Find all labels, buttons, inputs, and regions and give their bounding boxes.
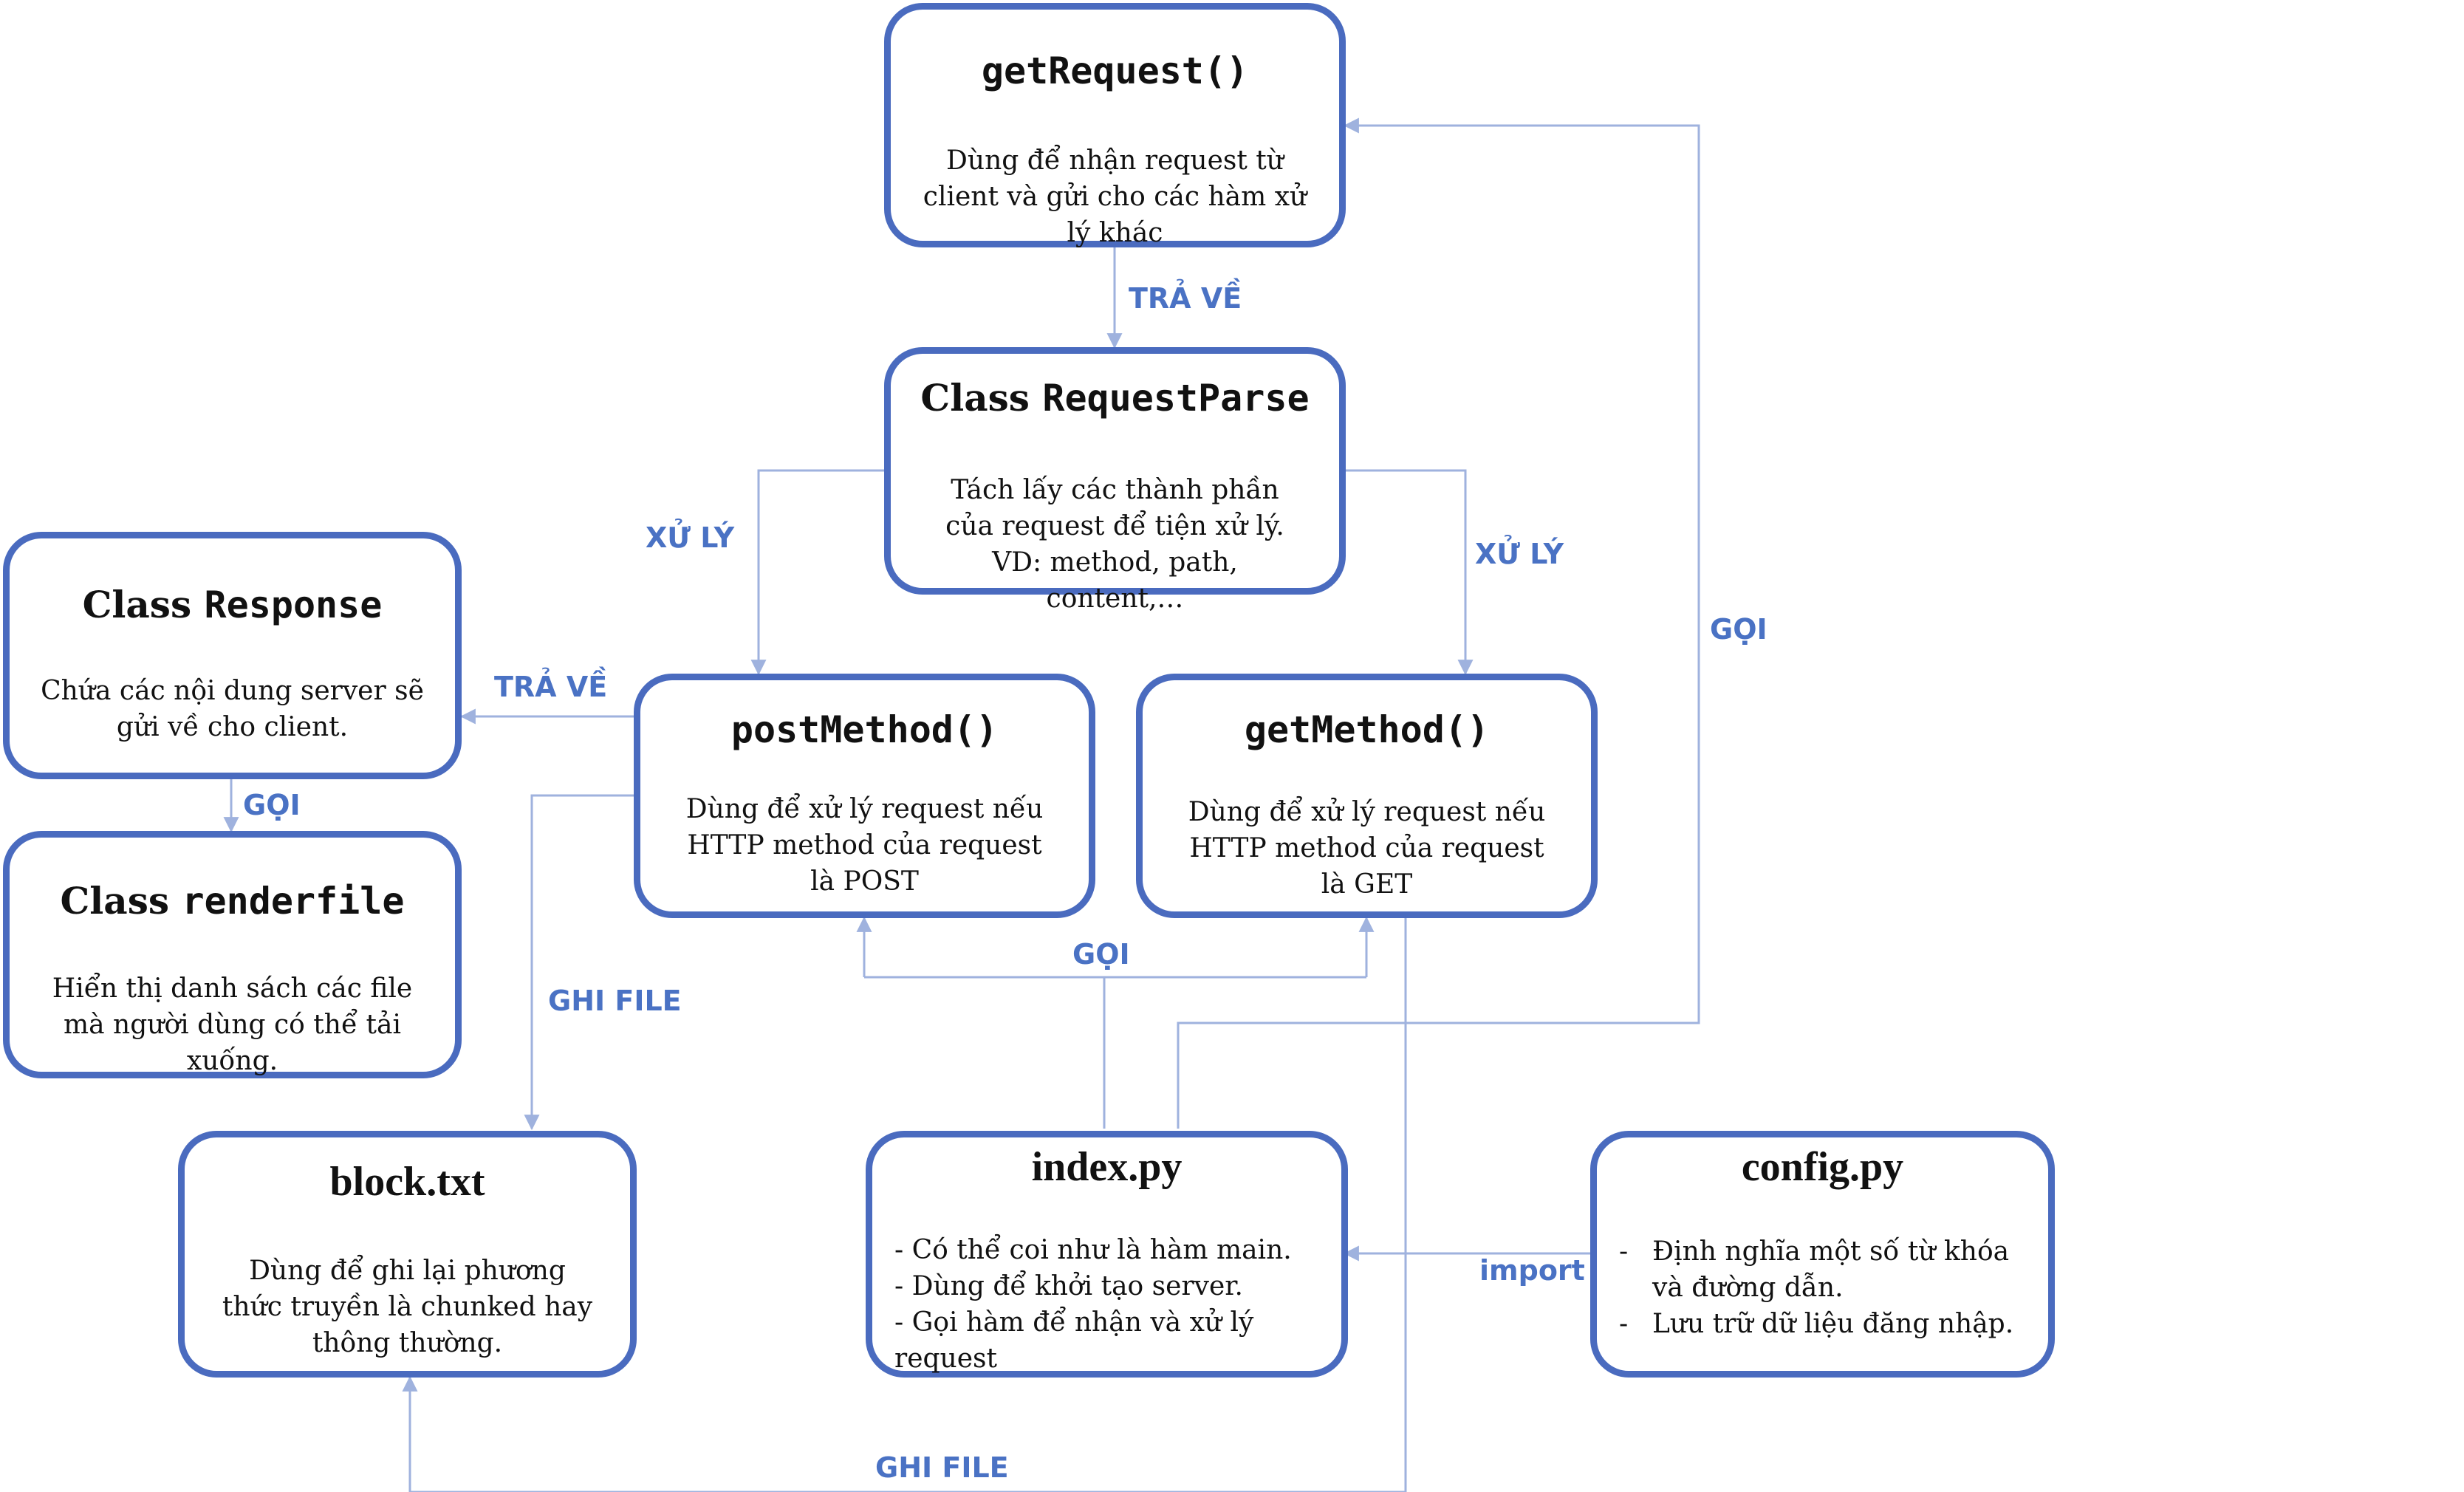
edge-label-ghi-file-bottom: GHI FILE <box>875 1451 1009 1484</box>
config-line-1: - Định nghĩa một số từ khóa và đường dẫn… <box>1619 1233 2026 1306</box>
edge-getmethod-to-block <box>402 918 1407 1492</box>
node-title: getMethod() <box>1244 708 1490 751</box>
edge-label-xu-ly-left: XỬ LÝ <box>646 521 735 554</box>
node-request-parse: Class RequestParse Tách lấy các thành ph… <box>884 347 1346 614</box>
title-class-keyword: Class <box>82 583 192 626</box>
node-description: Dùng để ghi lại phương thức truyền là ch… <box>222 1256 593 1358</box>
edge-requestparse-to-getmethod <box>1345 469 1474 676</box>
edge-index-to-getrequest <box>1177 117 1700 1129</box>
config-line-2-text: Lưu trữ dữ liệu đăng nhập. <box>1652 1309 2014 1339</box>
title-class-keyword: Class <box>920 376 1030 420</box>
edge-label-goi-right: GỌI <box>1710 613 1767 646</box>
node-config-py: config.py - Định nghĩa một số từ khóa và… <box>1590 1131 2055 1378</box>
edge-label-goi-response: GỌI <box>243 789 301 821</box>
edge-label-tra-ve-response: TRẢ VỀ <box>494 671 608 703</box>
node-title: Class RequestParse <box>891 377 1339 419</box>
edge-postmethod-to-block <box>524 794 634 1131</box>
node-block-txt: block.txt Dùng để ghi lại phương thức tr… <box>178 1131 637 1378</box>
node-title: Class Response <box>10 584 455 626</box>
index-line-3: - Gọi hàm để nhận và xử lý request <box>894 1307 1254 1374</box>
title-class-keyword: Class <box>60 879 170 923</box>
node-title: postMethod() <box>730 708 999 751</box>
edge-requestparse-to-postmethod <box>750 469 884 676</box>
bullet-dash: - <box>1619 1309 1629 1339</box>
node-title: config.py <box>1741 1144 1904 1190</box>
title-class-name: Response <box>204 584 383 626</box>
index-line-2: - Dùng để khởi tạo server. <box>894 1271 1243 1301</box>
node-title: index.py <box>1031 1144 1183 1190</box>
node-title: block.txt <box>329 1159 485 1205</box>
node-description: Hiển thị danh sách các file mà người dùn… <box>52 973 413 1076</box>
bullet-dash: - <box>1619 1236 1629 1267</box>
edge-label-import: import <box>1479 1254 1585 1287</box>
node-title: getRequest() <box>981 49 1249 92</box>
index-line-1: - Có thể coi như là hàm main. <box>894 1235 1292 1265</box>
node-get-request: getRequest() Dùng để nhận request từ cli… <box>884 3 1346 248</box>
title-class-name: renderfile <box>182 880 405 923</box>
node-description: Dùng để xử lý request nếu HTTP method củ… <box>685 794 1044 897</box>
node-description: Dùng để xử lý request nếu HTTP method củ… <box>1188 797 1546 900</box>
title-class-name: RequestParse <box>1042 377 1310 420</box>
node-description: Chứa các nội dung server sẽ gửi về cho c… <box>41 676 424 742</box>
node-response: Class Response Chứa các nội dung server … <box>3 532 462 779</box>
node-description: Dùng để nhận request từ client và gửi ch… <box>923 146 1307 248</box>
node-description: - Có thể coi như là hàm main. - Dùng để … <box>894 1232 1312 1377</box>
node-get-method: getMethod() Dùng để xử lý request nếu HT… <box>1136 674 1598 918</box>
node-description: - Định nghĩa một số từ khóa và đường dẫn… <box>1619 1233 2026 1342</box>
edge-label-goi-methods: GỌI <box>1072 938 1130 971</box>
node-description: Tách lấy các thành phần của request để t… <box>945 475 1284 614</box>
edge-label-ghi-file-left: GHI FILE <box>548 985 682 1017</box>
config-line-2: - Lưu trữ dữ liệu đăng nhập. <box>1619 1306 2026 1342</box>
node-title: Class renderfile <box>10 880 455 922</box>
node-post-method: postMethod() Dùng để xử lý request nếu H… <box>634 674 1095 918</box>
edge-label-tra-ve-top: TRẢ VỀ <box>1129 282 1242 315</box>
config-line-1-text: Định nghĩa một số từ khóa và đường dẫn. <box>1652 1236 2010 1303</box>
edge-label-xu-ly-right: XỬ LÝ <box>1475 538 1564 570</box>
node-renderfile: Class renderfile Hiển thị danh sách các … <box>3 831 462 1078</box>
node-index-py: index.py - Có thể coi như là hàm main. -… <box>866 1131 1348 1378</box>
